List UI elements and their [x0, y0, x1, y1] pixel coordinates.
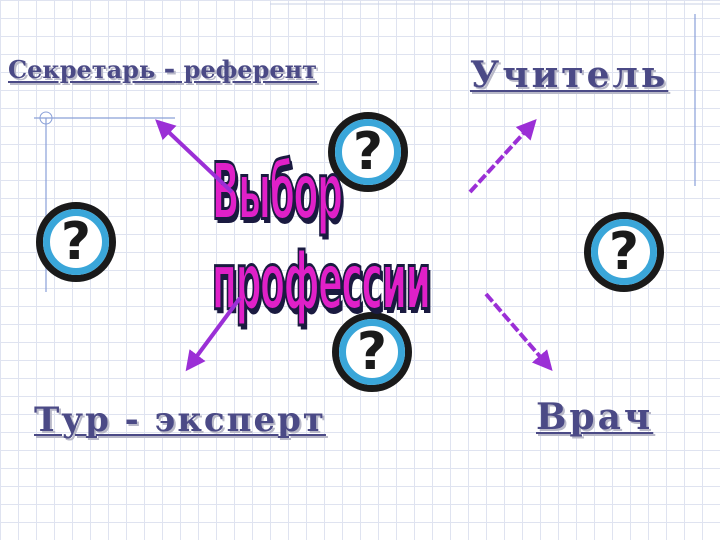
- label-teacher: Учитель: [470, 54, 669, 96]
- referent-text: референт: [175, 55, 318, 84]
- label-doctor: Врач: [536, 396, 654, 438]
- question-circle-icon-left: ?: [36, 202, 116, 282]
- label-secretary-referent: Секретарь - референт: [8, 52, 317, 85]
- question-mark: ?: [608, 222, 640, 282]
- question-mark: ?: [356, 322, 388, 382]
- center-title: Выбор профессии: [170, 147, 550, 330]
- label-tour-expert: Тур - эксперт: [34, 400, 326, 440]
- question-circle-icon-top: ?: [328, 112, 408, 192]
- secretary-text: Секретарь: [8, 55, 164, 84]
- secretary-dash: -: [163, 52, 176, 85]
- question-circle-icon-right: ?: [584, 212, 664, 292]
- question-circle-icon-bottom: ?: [332, 312, 412, 392]
- question-mark: ?: [352, 122, 384, 182]
- question-mark: ?: [60, 212, 92, 272]
